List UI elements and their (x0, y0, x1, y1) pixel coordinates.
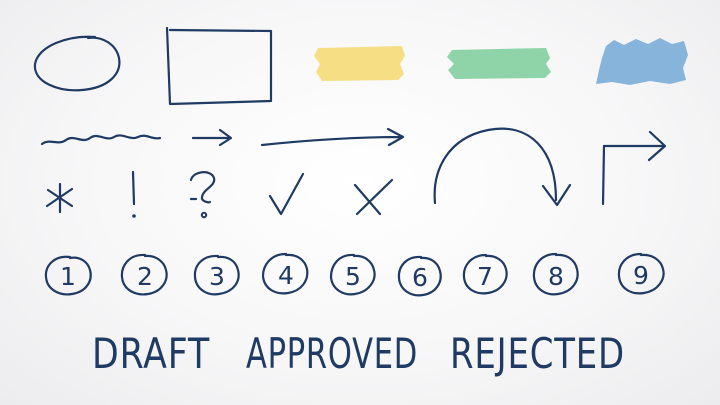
status-rejected: REJECTED (450, 329, 625, 378)
numbered-circle-6: 6 (397, 255, 442, 297)
short-arrow (191, 128, 233, 147)
numbered-circle-9: 9 (617, 252, 665, 295)
numbered-circle-3: 3 (193, 254, 240, 296)
long-arrow (260, 127, 405, 147)
number-label: 7 (477, 262, 493, 291)
green-highlight (447, 48, 551, 79)
question-icon (189, 171, 216, 219)
number-label: 8 (548, 262, 564, 291)
number-label: 5 (345, 262, 361, 291)
number-label: 6 (412, 263, 428, 292)
hand-drawn-rectangle (165, 26, 273, 106)
exclamation-icon (131, 170, 136, 218)
hand-drawn-ellipse (33, 35, 121, 92)
number-label: 3 (209, 262, 225, 291)
yellow-highlight (314, 46, 405, 81)
numbered-circle-8: 8 (532, 252, 579, 296)
status-approved: APPROVED (246, 329, 418, 378)
squiggle-line (40, 134, 162, 146)
number-label: 1 (60, 262, 76, 291)
checkmark-icon (268, 172, 305, 216)
corner-arrow (601, 130, 667, 206)
status-draft: DRAFT (92, 329, 210, 378)
number-label: 9 (633, 261, 649, 290)
numbered-circle-2: 2 (120, 253, 168, 296)
number-label: 2 (137, 262, 153, 291)
numbered-circle-5: 5 (329, 253, 376, 296)
numbered-circle-1: 1 (44, 255, 92, 296)
asterisk-icon (45, 182, 74, 214)
cross-icon (353, 178, 394, 216)
blue-highlight (596, 38, 688, 85)
number-label: 4 (278, 261, 294, 290)
numbered-circle-7: 7 (462, 253, 508, 295)
numbered-circle-4: 4 (261, 252, 309, 295)
curved-arrow (433, 127, 572, 207)
